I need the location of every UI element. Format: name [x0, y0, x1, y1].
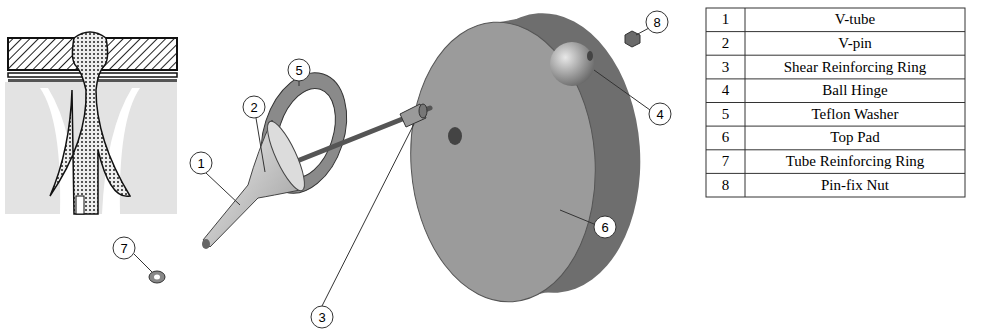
table-part-name: Tube Reinforcing Ring [786, 153, 925, 170]
table-number: 1 [722, 11, 730, 28]
ring-part [149, 271, 165, 283]
table-number: 4 [722, 82, 730, 99]
table-number: 3 [722, 59, 730, 76]
table-number: 6 [722, 129, 730, 146]
callout-number: 5 [295, 63, 302, 78]
callout-number: 6 [601, 220, 608, 235]
ball-hole [587, 51, 593, 61]
callout-number: 8 [653, 15, 660, 30]
table-grid [706, 8, 965, 197]
table-part-name: Pin-fix Nut [821, 177, 889, 194]
table-part-name: V-pin [838, 35, 872, 52]
callout-number: 3 [318, 310, 325, 325]
table-part-name: Ball Hinge [822, 82, 887, 99]
callout-number: 2 [250, 100, 257, 115]
v-tube [202, 117, 311, 249]
callout-number: 1 [197, 156, 204, 171]
table-part-name: Top Pad [830, 129, 879, 146]
callout-number: 4 [656, 107, 663, 122]
top-pad [401, 7, 649, 308]
leader-lines [134, 28, 650, 306]
table-number: 5 [722, 106, 730, 123]
callout-circles [113, 11, 671, 328]
table-part-name: V-tube [835, 11, 875, 28]
table-number: 2 [722, 35, 730, 52]
table-part-name: Teflon Washer [811, 106, 898, 123]
table-part-name: Shear Reinforcing Ring [784, 59, 926, 76]
ball-part [550, 42, 594, 86]
table-number: 8 [722, 177, 730, 194]
cross-section [5, 32, 177, 214]
shear-ring [400, 104, 427, 127]
table-number: 7 [722, 153, 730, 170]
ring-hole [154, 275, 160, 280]
callout-number: 7 [120, 241, 127, 256]
nut-part [625, 31, 640, 47]
